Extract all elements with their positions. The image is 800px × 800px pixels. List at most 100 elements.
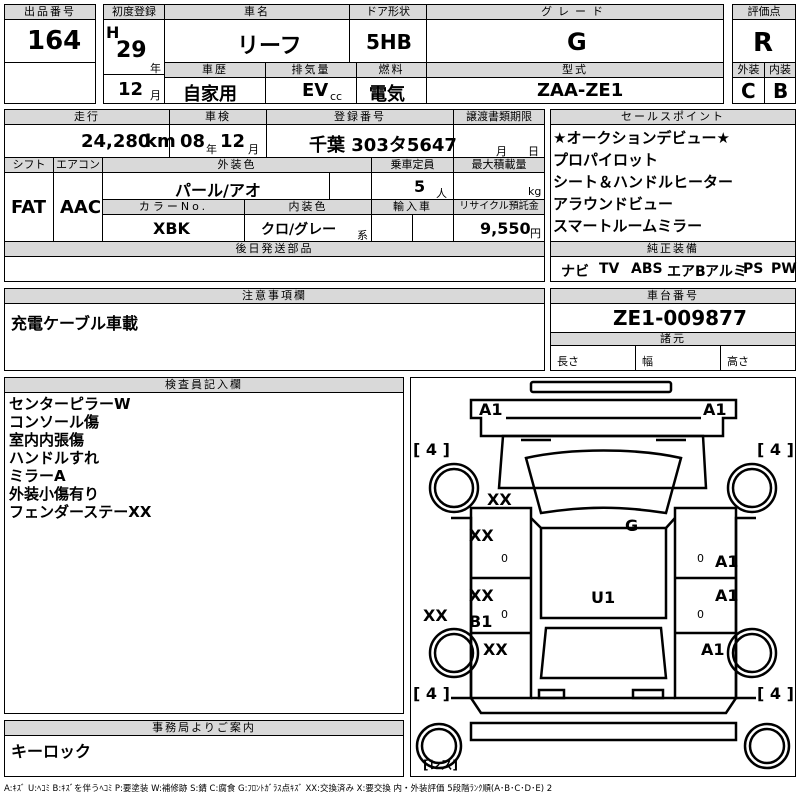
displacement-label: 排気量 [265, 62, 357, 78]
tire-rear-right: [ 4 ] [757, 684, 794, 703]
grade-label: グレード [426, 4, 724, 20]
mark-rocker-left: XX [423, 606, 448, 625]
inspection-year: 08 [180, 131, 206, 152]
model-label: 型式 [426, 62, 724, 78]
inspector-item: コンソール傷 [9, 413, 100, 431]
office-cell: キーロック [4, 735, 404, 777]
score-label: 評価点 [732, 4, 796, 20]
door-type: 5HB [366, 30, 412, 54]
equipment-item: エアB [667, 264, 706, 280]
mark-hood: XX [487, 490, 512, 509]
inspector-item: フェンダーステーXX [9, 503, 152, 521]
import-label: 輸入車 [371, 199, 454, 215]
legend: A:ｷｽﾞ U:ﾍｺﾐ B:ｷｽﾞを伴うﾍｺﾐ P:要塗装 W:補修跡 S:錆 … [4, 784, 553, 794]
notes-text: 充電ケーブル車載 [11, 314, 139, 333]
mileage: 24,280 [81, 131, 151, 152]
door-cell: 5HB [349, 19, 427, 63]
capacity-cell: 5 人 [371, 172, 454, 200]
yen-unit: 円 [530, 227, 541, 240]
spare-tire-mark: [レス] [423, 758, 458, 772]
chassis-number: ZE1-009877 [613, 306, 747, 330]
tire-front-left: [ 4 ] [413, 440, 450, 459]
spec-length-cell: 長さ [550, 345, 636, 371]
equipment-item: ナビ [561, 264, 589, 280]
max-load-label: 最大積載量 [453, 157, 545, 173]
ac-label: エアコン [53, 157, 103, 173]
shift-cell: FAT [4, 172, 54, 242]
import-cell-1 [371, 214, 413, 242]
score: R [753, 28, 774, 58]
transfer-cell: 月 日 [453, 124, 545, 158]
capacity: 5 [414, 177, 426, 196]
mileage-label: 走行 [4, 109, 170, 125]
int-color-cell: クロ/グレー 系 [244, 214, 372, 242]
recycle-cell: 9,550 円 [453, 214, 545, 242]
spec-width: 幅 [642, 355, 653, 368]
sales-item: プロパイロット [553, 151, 659, 169]
mark-windshield: G [625, 516, 639, 535]
inspector-item: ハンドルすれ [9, 449, 100, 467]
exterior-label: 外装 [732, 62, 765, 78]
door-label: ドア形状 [349, 4, 427, 20]
notes-label: 注意事項欄 [4, 288, 545, 304]
ext-color: パール/アオ [175, 181, 261, 200]
inspection-cell: 08 年 12 月 [169, 124, 267, 158]
notes-cell: 充電ケーブル車載 [4, 303, 545, 371]
inspection-label: 車検 [169, 109, 267, 125]
equipment-item: TV [599, 261, 620, 277]
plate-label: 登録番号 [266, 109, 454, 125]
mark-quarter-right: A1 [701, 640, 725, 659]
mark-front-left: A1 [479, 400, 503, 419]
lot-number: 164 [27, 26, 82, 56]
mark-fender-left: XX [469, 526, 494, 545]
lot-blank [4, 62, 96, 104]
first-reg-cell: H 29 年 [103, 19, 165, 75]
specs-label: 諸元 [550, 332, 796, 346]
history-label: 車歴 [164, 62, 266, 78]
chassis-label: 車台番号 [550, 288, 796, 304]
mark-quarter-left: XX [483, 640, 508, 659]
mark-door-front-right: A1 [715, 552, 739, 571]
equipment-cell: ナビ TV ABS エアB アルミ PS PW [550, 256, 797, 282]
exterior-grade: C [741, 79, 756, 103]
displacement-cell: EV cc [265, 77, 357, 104]
color-no-label: カラーNo. [102, 199, 245, 215]
interior-cell: B [764, 77, 796, 104]
spec-height: 高さ [727, 355, 749, 368]
sales-label: セールスポイント [550, 109, 796, 125]
sales-item: ★オークションデビュー★ [553, 129, 730, 147]
car-name-label: 車名 [164, 4, 350, 20]
sales-item: シート＆ハンドルヒーター [553, 173, 734, 191]
plate-cell: 千葉 303タ5647 [266, 124, 457, 158]
model-cell: ZAA-ZE1 [426, 77, 724, 104]
kg-unit: kg [528, 185, 542, 198]
interior-label: 内装 [764, 62, 796, 78]
inspector-label: 検査員記入欄 [4, 377, 404, 393]
lot-label: 出品番号 [4, 4, 96, 20]
transfer-day-unit: 日 [528, 145, 539, 158]
office-text: キーロック [11, 742, 92, 761]
first-reg-era: H [106, 23, 120, 42]
inspection-month-unit: 月 [248, 143, 259, 156]
zero-mark: 0 [501, 608, 508, 621]
equipment-item: アルミ [705, 264, 747, 280]
shift: FAT [11, 197, 47, 218]
fuel: 電気 [369, 84, 405, 105]
int-color: クロ/グレー [261, 222, 337, 238]
mark-door-front-left: XX [469, 586, 494, 605]
later-parts-cell [4, 256, 545, 282]
first-reg-label: 初度登録 [103, 4, 165, 20]
mark-roof: U1 [591, 588, 616, 607]
recycle-fee: 9,550 [480, 219, 531, 238]
ac: AAC [60, 197, 102, 218]
model-code: ZAA-ZE1 [537, 80, 624, 101]
transfer-label: 譲渡書類期限 [453, 109, 545, 125]
import-cell-2 [412, 214, 454, 242]
car-name-cell: リーフ [164, 19, 350, 63]
transfer-month-unit: 月 [496, 145, 507, 158]
zero-mark: 0 [697, 552, 704, 565]
fuel-label: 燃料 [356, 62, 427, 78]
zero-mark: 0 [501, 552, 508, 565]
tire-rear-left: [ 4 ] [413, 684, 450, 703]
fuel-cell: 電気 [356, 77, 427, 105]
